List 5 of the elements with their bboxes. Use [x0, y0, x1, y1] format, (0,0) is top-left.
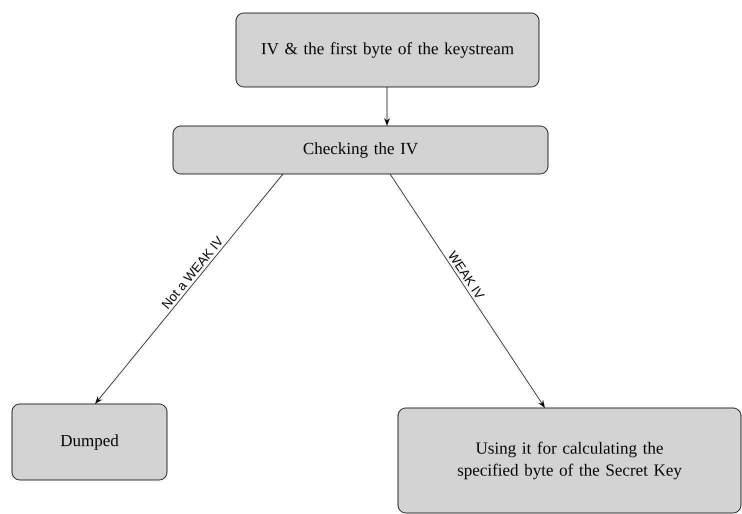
process-box: Using it for calculating the specified byte of the Secret Key — [398, 408, 742, 514]
process-box: Checking the IV — [172, 126, 548, 174]
arrow — [95, 174, 284, 404]
process-box: Dumped — [12, 404, 168, 480]
process-box: IV & the first byte of the keystream — [236, 12, 540, 88]
